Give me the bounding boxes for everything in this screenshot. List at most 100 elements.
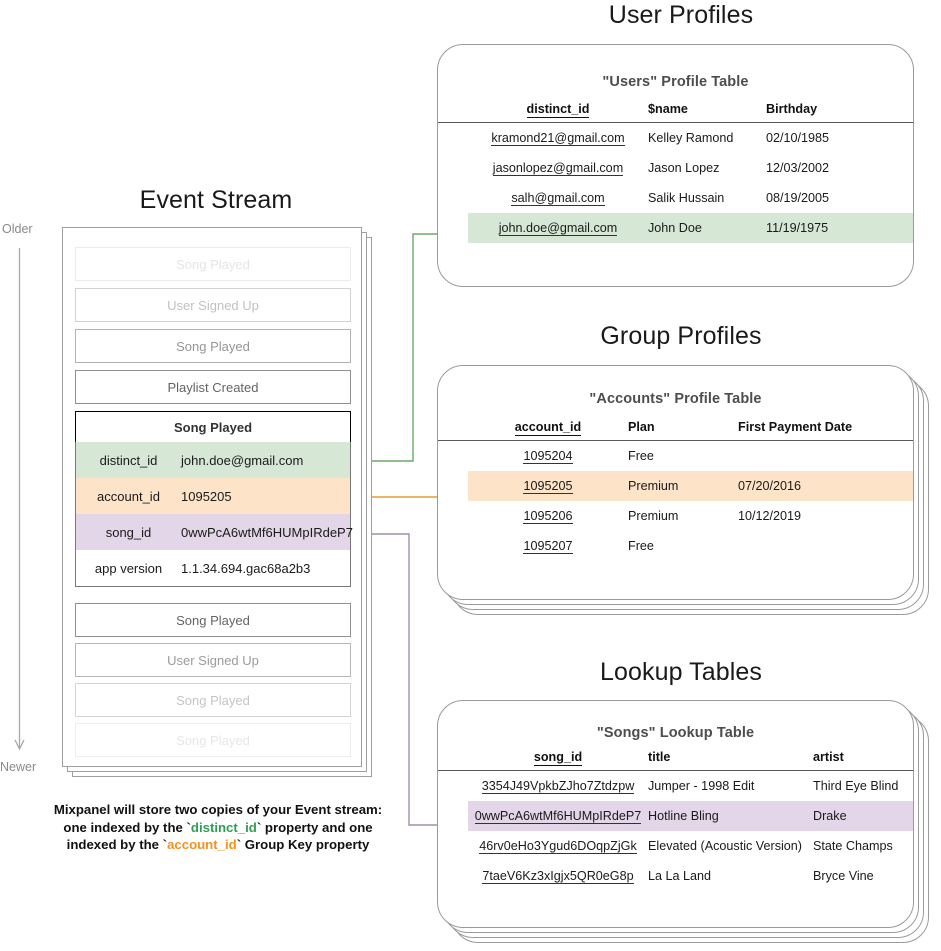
table-row[interactable]: 1095207 Free [438, 531, 913, 561]
users-cell-birthday: 12/03/2002 [766, 161, 830, 175]
event-property-distinct-id[interactable]: distinct_id john.doe@gmail.com [75, 442, 351, 479]
property-key: song_id [105, 524, 152, 540]
songs-cell-title: Jumper - 1998 Edit [648, 779, 755, 793]
selected-event-header[interactable]: Song Played [75, 411, 351, 443]
accounts-cell-plan: Free [628, 539, 654, 553]
accounts-cell-plan: Premium [628, 471, 738, 501]
event-box[interactable]: User Signed Up [75, 643, 351, 677]
songs-table: song_id title artist 3354J49VpkbZJho7Ztd… [438, 750, 913, 891]
event-box[interactable]: Playlist Created [75, 370, 351, 404]
users-table-title: "Users" Profile Table [602, 74, 749, 90]
songs-cell-song-id: 7taeV6Kz3xIgjx5QR0eG8p [482, 869, 634, 884]
songs-lookup-card: "Songs" Lookup Table song_id title artis… [437, 700, 937, 945]
users-cell-birthday: 08/19/2005 [766, 191, 830, 205]
event-label: Song Played [176, 338, 250, 354]
users-col-name: $name [648, 102, 688, 116]
event-box[interactable]: Song Played [75, 723, 351, 757]
accounts-cell-plan: Premium [628, 509, 679, 523]
event-property-account-id[interactable]: account_id 1095205 [75, 478, 351, 515]
caption-account-id-code: account_id [167, 837, 237, 852]
property-value: 1095205 [181, 488, 232, 504]
accounts-cell-account-id: 1095204 [523, 449, 573, 464]
event-stream-card: Song Played User Signed Up Song Played P… [62, 227, 372, 777]
spacer-cell [438, 750, 468, 771]
caption-line2-pre: one indexed by the ` [63, 819, 191, 835]
users-cell-name: Kelley Ramond [648, 131, 734, 145]
users-cell-birthday: 02/10/1985 [766, 131, 830, 145]
axis-label-newer: Newer [0, 760, 37, 774]
event-property-app-version[interactable]: app version 1.1.34.694.gac68a2b3 [75, 550, 351, 587]
accounts-card-front: "Accounts" Profile Table account_id Plan… [437, 365, 914, 600]
table-row[interactable]: 46rv0eHo3Ygud6DOqpZjGk Elevated (Acousti… [438, 831, 913, 861]
caption-line-2: one indexed by the `distinct_id` propert… [28, 819, 408, 837]
songs-cell-title: Elevated (Acoustic Version) [648, 839, 802, 853]
users-table-header-row: distinct_id $name Birthday [438, 102, 913, 123]
users-card-front: "Users" Profile Table distinct_id $name … [437, 44, 914, 287]
songs-cell-title: La La Land [648, 869, 712, 883]
caption-line3-pre: indexed by the ` [66, 837, 168, 852]
songs-cell-artist: Bryce Vine [813, 869, 874, 883]
event-label: Song Played [176, 732, 250, 748]
property-key: account_id [97, 488, 160, 504]
songs-col-artist: artist [813, 750, 844, 764]
songs-cell-artist: Drake [813, 801, 913, 831]
table-row-highlighted[interactable]: john.doe@gmail.com John Doe 11/19/1975 [438, 213, 913, 243]
songs-col-title: title [648, 750, 671, 764]
users-col-distinct-id: distinct_id [526, 102, 590, 118]
event-box[interactable]: User Signed Up [75, 288, 351, 322]
songs-cell-song-id: 46rv0eHo3Ygud6DOqpZjGk [479, 839, 637, 854]
songs-table-header-row: song_id title artist [438, 750, 913, 771]
event-label: Song Played [176, 256, 250, 272]
event-stream-title: Event Stream [139, 186, 293, 214]
group-profiles-title: Group Profiles [600, 322, 762, 350]
caption-line-1: Mixpanel will store two copies of your E… [53, 802, 383, 817]
event-label: User Signed Up [167, 297, 259, 313]
user-profiles-title: User Profiles [608, 1, 754, 29]
event-property-song-id[interactable]: song_id 0wwPcA6wtMf6HUMpIRdeP7 [75, 514, 353, 551]
spacer-cell [438, 102, 468, 123]
accounts-cell-first-payment: 10/12/2019 [738, 509, 802, 523]
event-box[interactable]: Song Played [75, 329, 351, 363]
table-row[interactable]: salh@gmail.com Salik Hussain 08/19/2005 [438, 183, 913, 213]
property-value: 1.1.34.694.gac68a2b3 [181, 560, 311, 576]
songs-table-title: "Songs" Lookup Table [596, 725, 755, 741]
table-row[interactable]: jasonlopez@gmail.com Jason Lopez 12/03/2… [438, 153, 913, 183]
caption: Mixpanel will store two copies of your E… [28, 801, 408, 854]
property-value: 0wwPcA6wtMf6HUMpIRdeP7 [181, 524, 353, 540]
accounts-table: account_id Plan First Payment Date 10952… [438, 420, 913, 561]
table-row[interactable]: 3354J49VpkbZJho7Ztdzpw Jumper - 1998 Edi… [438, 771, 913, 801]
table-row[interactable]: 7taeV6Kz3xIgjx5QR0eG8p La La Land Bryce … [438, 861, 913, 891]
event-box[interactable]: Song Played [75, 247, 351, 281]
table-row[interactable]: 1095204 Free [438, 441, 913, 471]
accounts-table-header-row: account_id Plan First Payment Date [438, 420, 913, 441]
event-box[interactable]: Song Played [75, 683, 351, 717]
users-cell-distinct-id: kramond21@gmail.com [491, 131, 625, 146]
accounts-cell-first-payment [738, 441, 913, 471]
accounts-col-plan: Plan [628, 420, 655, 434]
spacer-cell [438, 420, 468, 441]
table-row[interactable]: 1095206 Premium 10/12/2019 [438, 501, 913, 531]
accounts-col-account-id: account_id [514, 420, 582, 436]
users-cell-name: Jason Lopez [648, 161, 720, 175]
table-row-highlighted[interactable]: 1095205 Premium 07/20/2016 [438, 471, 913, 501]
caption-line-3: indexed by the `account_id` Group Key pr… [28, 836, 408, 854]
property-key: app version [94, 560, 163, 576]
table-row[interactable]: kramond21@gmail.com Kelley Ramond 02/10/… [438, 123, 913, 153]
users-cell-birthday: 11/19/1975 [766, 213, 913, 243]
accounts-cell-account-id: 1095205 [468, 471, 628, 501]
songs-cell-song-id: 3354J49VpkbZJho7Ztdzpw [481, 779, 635, 794]
songs-cell-song-id: 0wwPcA6wtMf6HUMpIRdeP7 [468, 801, 648, 831]
songs-cell-title: Hotline Bling [648, 801, 813, 831]
users-cell-distinct-id: john.doe@gmail.com [468, 213, 648, 243]
event-label: Song Played [176, 692, 250, 708]
songs-col-song-id: song_id [533, 750, 583, 766]
event-stream-card-front: Song Played User Signed Up Song Played P… [62, 227, 362, 767]
table-row-highlighted[interactable]: 0wwPcA6wtMf6HUMpIRdeP7 Hotline Bling Dra… [438, 801, 913, 831]
caption-line2-post: ` property and one [256, 819, 373, 835]
axis-label-older: Older [2, 222, 33, 236]
caption-line3-post: ` Group Key property [236, 837, 370, 852]
property-key: distinct_id [99, 452, 158, 468]
selected-event-title: Song Played [173, 419, 253, 435]
event-box[interactable]: Song Played [75, 603, 351, 637]
songs-cell-artist: State Champs [813, 839, 893, 853]
